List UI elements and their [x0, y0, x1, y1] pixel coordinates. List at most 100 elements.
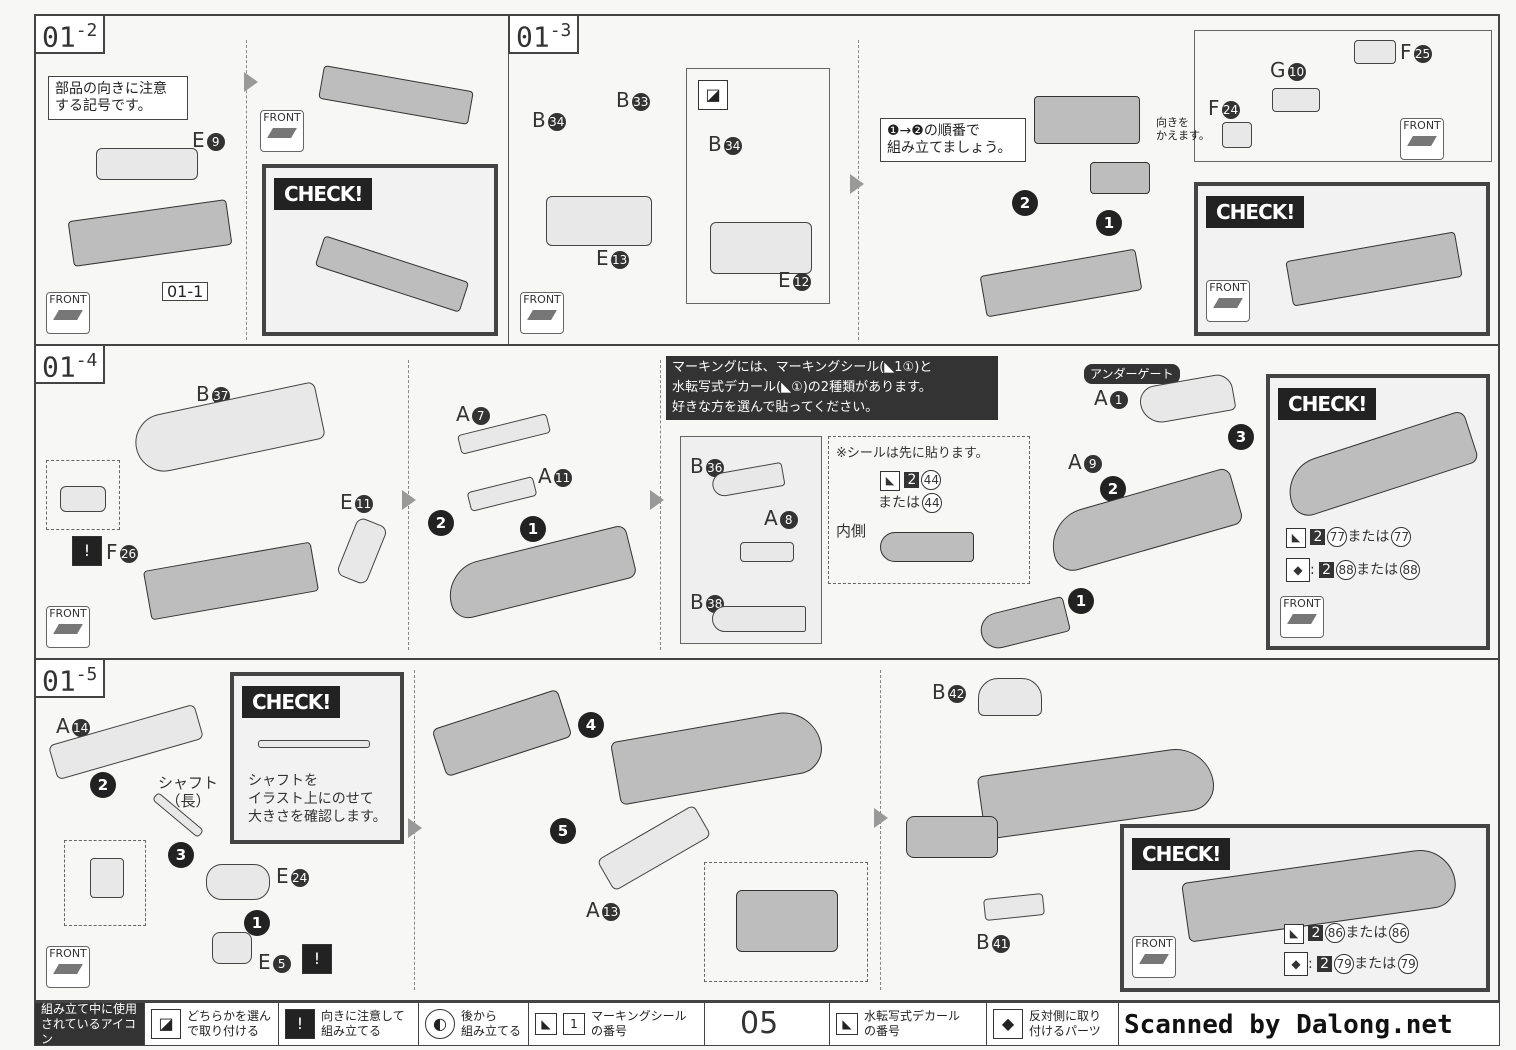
legend-decal: ◣水転写式デカール の番号 — [829, 1003, 987, 1045]
legend-choose: ◪どちらかを選ん で取り付ける — [145, 1003, 279, 1045]
later-icon: ◐ — [425, 1009, 455, 1039]
orient-note: 向きを かえます。 — [1156, 116, 1210, 142]
opposite-side-icon: ◆ — [993, 1009, 1023, 1039]
seal-box — [828, 436, 1030, 584]
scanned-watermark: Scanned by Dalong.net — [1124, 1010, 1453, 1040]
part-e9-illustration — [96, 148, 198, 180]
detail-box — [64, 840, 146, 926]
part-b38-illustration — [712, 606, 806, 632]
step-2-marker: 2 — [90, 772, 116, 798]
legend-caution: !向きに注意して 組み立てる — [279, 1003, 419, 1045]
seal-part-illustration — [880, 532, 974, 562]
small-part-illustration — [60, 486, 106, 512]
step-5-marker: 5 — [550, 818, 576, 844]
step-arrow — [244, 72, 258, 92]
step-1-marker: 1 — [520, 516, 546, 542]
divider — [880, 670, 881, 990]
shaft-scale-illustration — [258, 740, 370, 748]
part-f24-illustration — [1222, 122, 1252, 148]
step-arrow — [650, 490, 664, 510]
caution-icon: ! — [72, 536, 102, 566]
caution-icon: ! — [302, 944, 332, 974]
page-number: 05 — [740, 1006, 779, 1041]
choose-icon: ◪ — [151, 1009, 181, 1039]
cockpit-base-alt-illustration — [710, 222, 812, 274]
legend-later: ◐後から 組み立てる — [419, 1003, 529, 1045]
step-3-marker: 3 — [1228, 424, 1254, 450]
icon-legend: 組み立て中に使用 されているアイコン ◪どちらかを選ん で取り付ける !向きに注… — [34, 1002, 1500, 1046]
detail-illustration — [736, 890, 838, 952]
part-a8-illustration — [740, 542, 794, 562]
seal-icon: ◣ — [1286, 528, 1306, 548]
check-text: シャフトを イラスト上にのせて 大きさを確認します。 — [248, 773, 387, 825]
decal-icon: ◣ — [836, 1013, 858, 1035]
seal-number-icon: 1 — [563, 1013, 585, 1035]
cockpit-illustration — [1034, 96, 1140, 144]
step-3-marker: 3 — [168, 842, 194, 868]
check-label: CHECK! — [1278, 388, 1377, 420]
check-label: CHECK! — [1132, 838, 1231, 870]
step-2-marker: 2 — [428, 510, 454, 536]
check-box: CHECK! — [262, 164, 498, 336]
step-arrow — [402, 490, 416, 510]
part-g10-illustration — [1272, 88, 1320, 112]
step-arrow — [850, 174, 864, 194]
check-illustration — [1280, 409, 1480, 521]
engine-illustration — [906, 816, 998, 858]
section-label-01-4: 01-4 — [34, 344, 106, 385]
step-arrow — [874, 808, 888, 828]
inside-label: 内側 — [836, 522, 867, 540]
section-label-01-2: 01-2 — [34, 14, 106, 55]
detail-box — [1194, 30, 1492, 162]
detail-part-illustration — [90, 858, 124, 898]
orientation-note: 部品の向きに注意 する記号です。 — [48, 76, 188, 120]
marking-note: マーキングには、マーキングシール(◣1①)と 水転写式デカール(◣①)の2種類が… — [666, 356, 998, 420]
divider — [246, 40, 247, 340]
front-icon: FRONT — [1400, 118, 1444, 160]
step-1-marker: 1 — [1096, 210, 1122, 236]
section-label-01-3: 01-3 — [508, 14, 580, 55]
ref-01-1: 01-1 — [162, 282, 209, 301]
front-icon: FRONT — [46, 292, 90, 334]
order-note: ❶→❷の順番で 組み立てましょう。 — [880, 118, 1026, 162]
part-e5-illustration — [212, 932, 252, 964]
section-label-01-5: 01-5 — [34, 658, 106, 699]
shaft-label: シャフト （長） — [158, 774, 219, 810]
part-e24-illustration — [206, 864, 270, 900]
check-illustration — [314, 235, 470, 313]
legend-opposite: ◆反対側に取り 付けるパーツ — [987, 1003, 1119, 1045]
step-arrow — [408, 818, 422, 838]
row-3-frame — [34, 658, 1500, 1002]
seal-icon: ◣ — [880, 471, 900, 491]
opposite-side-icon: ◆ — [1284, 952, 1308, 976]
front-icon: FRONT — [46, 946, 90, 988]
check-label: CHECK! — [274, 178, 373, 210]
sub-part-illustration — [1090, 162, 1150, 194]
step-1-marker: 1 — [244, 910, 270, 936]
caution-icon: ! — [285, 1009, 315, 1039]
check-box: CHECK! FRONT — [1194, 182, 1490, 336]
seal-icon: ◣ — [535, 1013, 557, 1035]
undergate-label: アンダーゲート — [1084, 364, 1180, 384]
check-illustration — [1285, 231, 1463, 307]
seal-note: ※シールは先に貼ります。 — [836, 446, 989, 461]
